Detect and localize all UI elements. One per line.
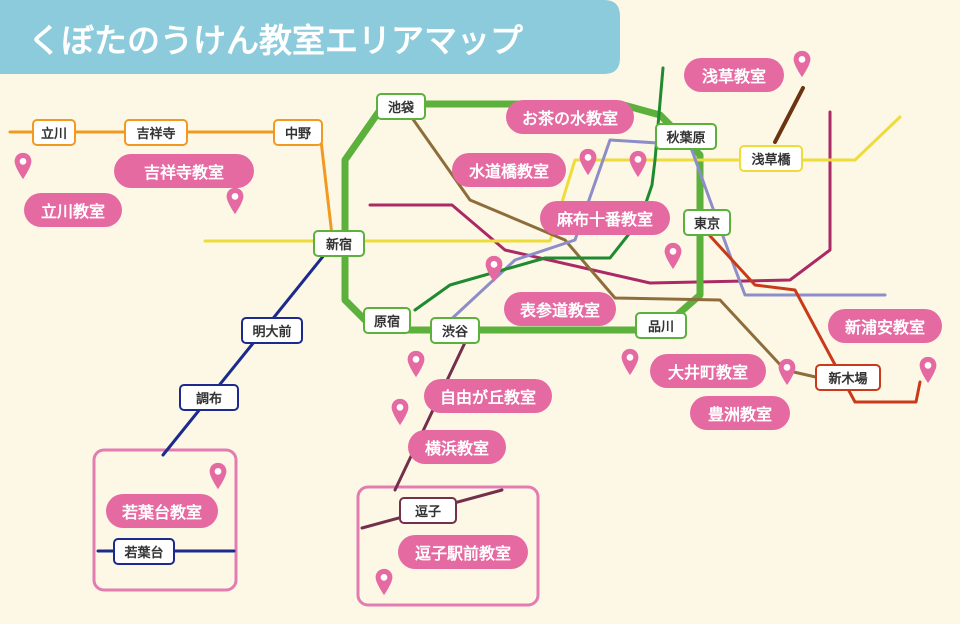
school-jiyugaoka-label: 自由が丘教室 — [440, 388, 536, 407]
station-akihabara-label: 秋葉原 — [666, 130, 705, 146]
station-ikebukuro-label: 池袋 — [388, 100, 415, 116]
station-shinagawa[interactable]: 品川 — [635, 312, 687, 339]
hanzomon-line — [443, 138, 887, 327]
school-tachikawa[interactable]: 立川教室 — [24, 193, 122, 227]
school-shinurayasu-label: 新浦安教室 — [845, 318, 925, 337]
page-title: くぼたのうけん教室エリアマップ — [28, 21, 524, 60]
station-nakano[interactable]: 中野 — [273, 119, 323, 146]
school-suidobashi-label: 水道橋教室 — [469, 162, 549, 181]
station-labels: 立川 吉祥寺 中野 新宿 池袋 秋葉原 浅草橋 東京 — [32, 93, 881, 565]
school-wakabadai-label: 若葉台教室 — [121, 503, 202, 522]
keiyo-line — [698, 223, 922, 404]
school-toyosu[interactable]: 豊洲教室 — [690, 396, 790, 430]
school-oimachi-label: 大井町教室 — [668, 363, 748, 382]
station-wakabadai[interactable]: 若葉台 — [113, 538, 175, 565]
chiyoda-line — [413, 66, 665, 312]
station-tachikawa[interactable]: 立川 — [32, 119, 76, 146]
station-chofu[interactable]: 調布 — [179, 384, 239, 411]
sobu-line — [203, 115, 902, 243]
school-azabujuban-label: 麻布十番教室 — [556, 210, 653, 229]
school-azabujuban[interactable]: 麻布十番教室 — [540, 201, 670, 235]
station-tokyo[interactable]: 東京 — [683, 209, 731, 236]
station-kichijoji[interactable]: 吉祥寺 — [124, 119, 188, 146]
station-shinkiba-label: 新木場 — [828, 371, 867, 387]
title-banner: くぼたのうけん教室エリアマップ — [0, 0, 620, 74]
school-kichijoji[interactable]: 吉祥寺教室 — [114, 154, 254, 188]
school-ochanomizu[interactable]: お茶の水教室 — [506, 100, 634, 134]
station-harajuku[interactable]: 原宿 — [363, 307, 411, 334]
school-zushiekimae[interactable]: 逗子駅前教室 — [398, 535, 528, 569]
school-toyosu-label: 豊洲教室 — [708, 405, 772, 424]
ginza-line — [773, 86, 805, 144]
station-kichijoji-label: 吉祥寺 — [136, 126, 175, 142]
station-asakusabashi-label: 浅草橋 — [751, 152, 791, 168]
station-zushi[interactable]: 逗子 — [399, 497, 457, 524]
school-yokohama-label: 横浜教室 — [425, 439, 489, 458]
station-shinjuku[interactable]: 新宿 — [313, 230, 365, 257]
station-meidaimae[interactable]: 明大前 — [241, 317, 303, 344]
station-akihabara[interactable]: 秋葉原 — [655, 123, 717, 150]
zushi-area-box — [356, 485, 540, 607]
wakabadai-area-box — [92, 448, 238, 592]
station-chofu-label: 調布 — [196, 391, 222, 407]
keio-line — [161, 242, 335, 457]
school-zushiekimae-label: 逗子駅前教室 — [415, 544, 511, 563]
school-ochanomizu-label: お茶の水教室 — [522, 109, 618, 128]
station-nakano-label: 中野 — [285, 126, 311, 142]
station-ikebukuro[interactable]: 池袋 — [376, 93, 426, 120]
school-suidobashi[interactable]: 水道橋教室 — [452, 153, 566, 187]
station-shinagawa-label: 品川 — [648, 320, 674, 335]
station-asakusabashi[interactable]: 浅草橋 — [739, 145, 803, 172]
station-harajuku-label: 原宿 — [374, 314, 400, 330]
school-yokohama[interactable]: 横浜教室 — [408, 430, 506, 464]
station-wakabadai-label: 若葉台 — [123, 545, 163, 561]
school-omotesando-label: 表参道教室 — [519, 301, 600, 320]
station-zushi-label: 逗子 — [415, 505, 441, 520]
station-tachikawa-label: 立川 — [41, 126, 67, 142]
school-wakabadai[interactable]: 若葉台教室 — [106, 494, 218, 528]
school-kichijoji-label: 吉祥寺教室 — [144, 163, 224, 182]
station-tokyo-label: 東京 — [694, 216, 720, 232]
school-tachikawa-label: 立川教室 — [41, 202, 105, 221]
station-shinjuku-label: 新宿 — [326, 237, 352, 253]
toyoko-line — [393, 330, 472, 492]
school-shinurayasu[interactable]: 新浦安教室 — [828, 309, 942, 343]
station-shibuya-label: 渋谷 — [442, 324, 469, 340]
school-asakusa[interactable]: 浅草教室 — [684, 58, 784, 92]
school-oimachi[interactable]: 大井町教室 — [650, 354, 766, 388]
marunouchi-line — [368, 110, 832, 285]
school-omotesando[interactable]: 表参道教室 — [504, 292, 616, 326]
school-labels: 立川教室 吉祥寺教室 お茶の水教室 水道橋教室 麻布十番教室 表参道教室 自由が… — [24, 58, 942, 569]
school-jiyugaoka[interactable]: 自由が丘教室 — [424, 379, 552, 413]
station-shibuya[interactable]: 渋谷 — [430, 317, 480, 344]
school-asakusa-label: 浅草教室 — [702, 67, 766, 86]
station-shinkiba[interactable]: 新木場 — [815, 364, 881, 391]
station-meidaimae-label: 明大前 — [252, 324, 291, 340]
